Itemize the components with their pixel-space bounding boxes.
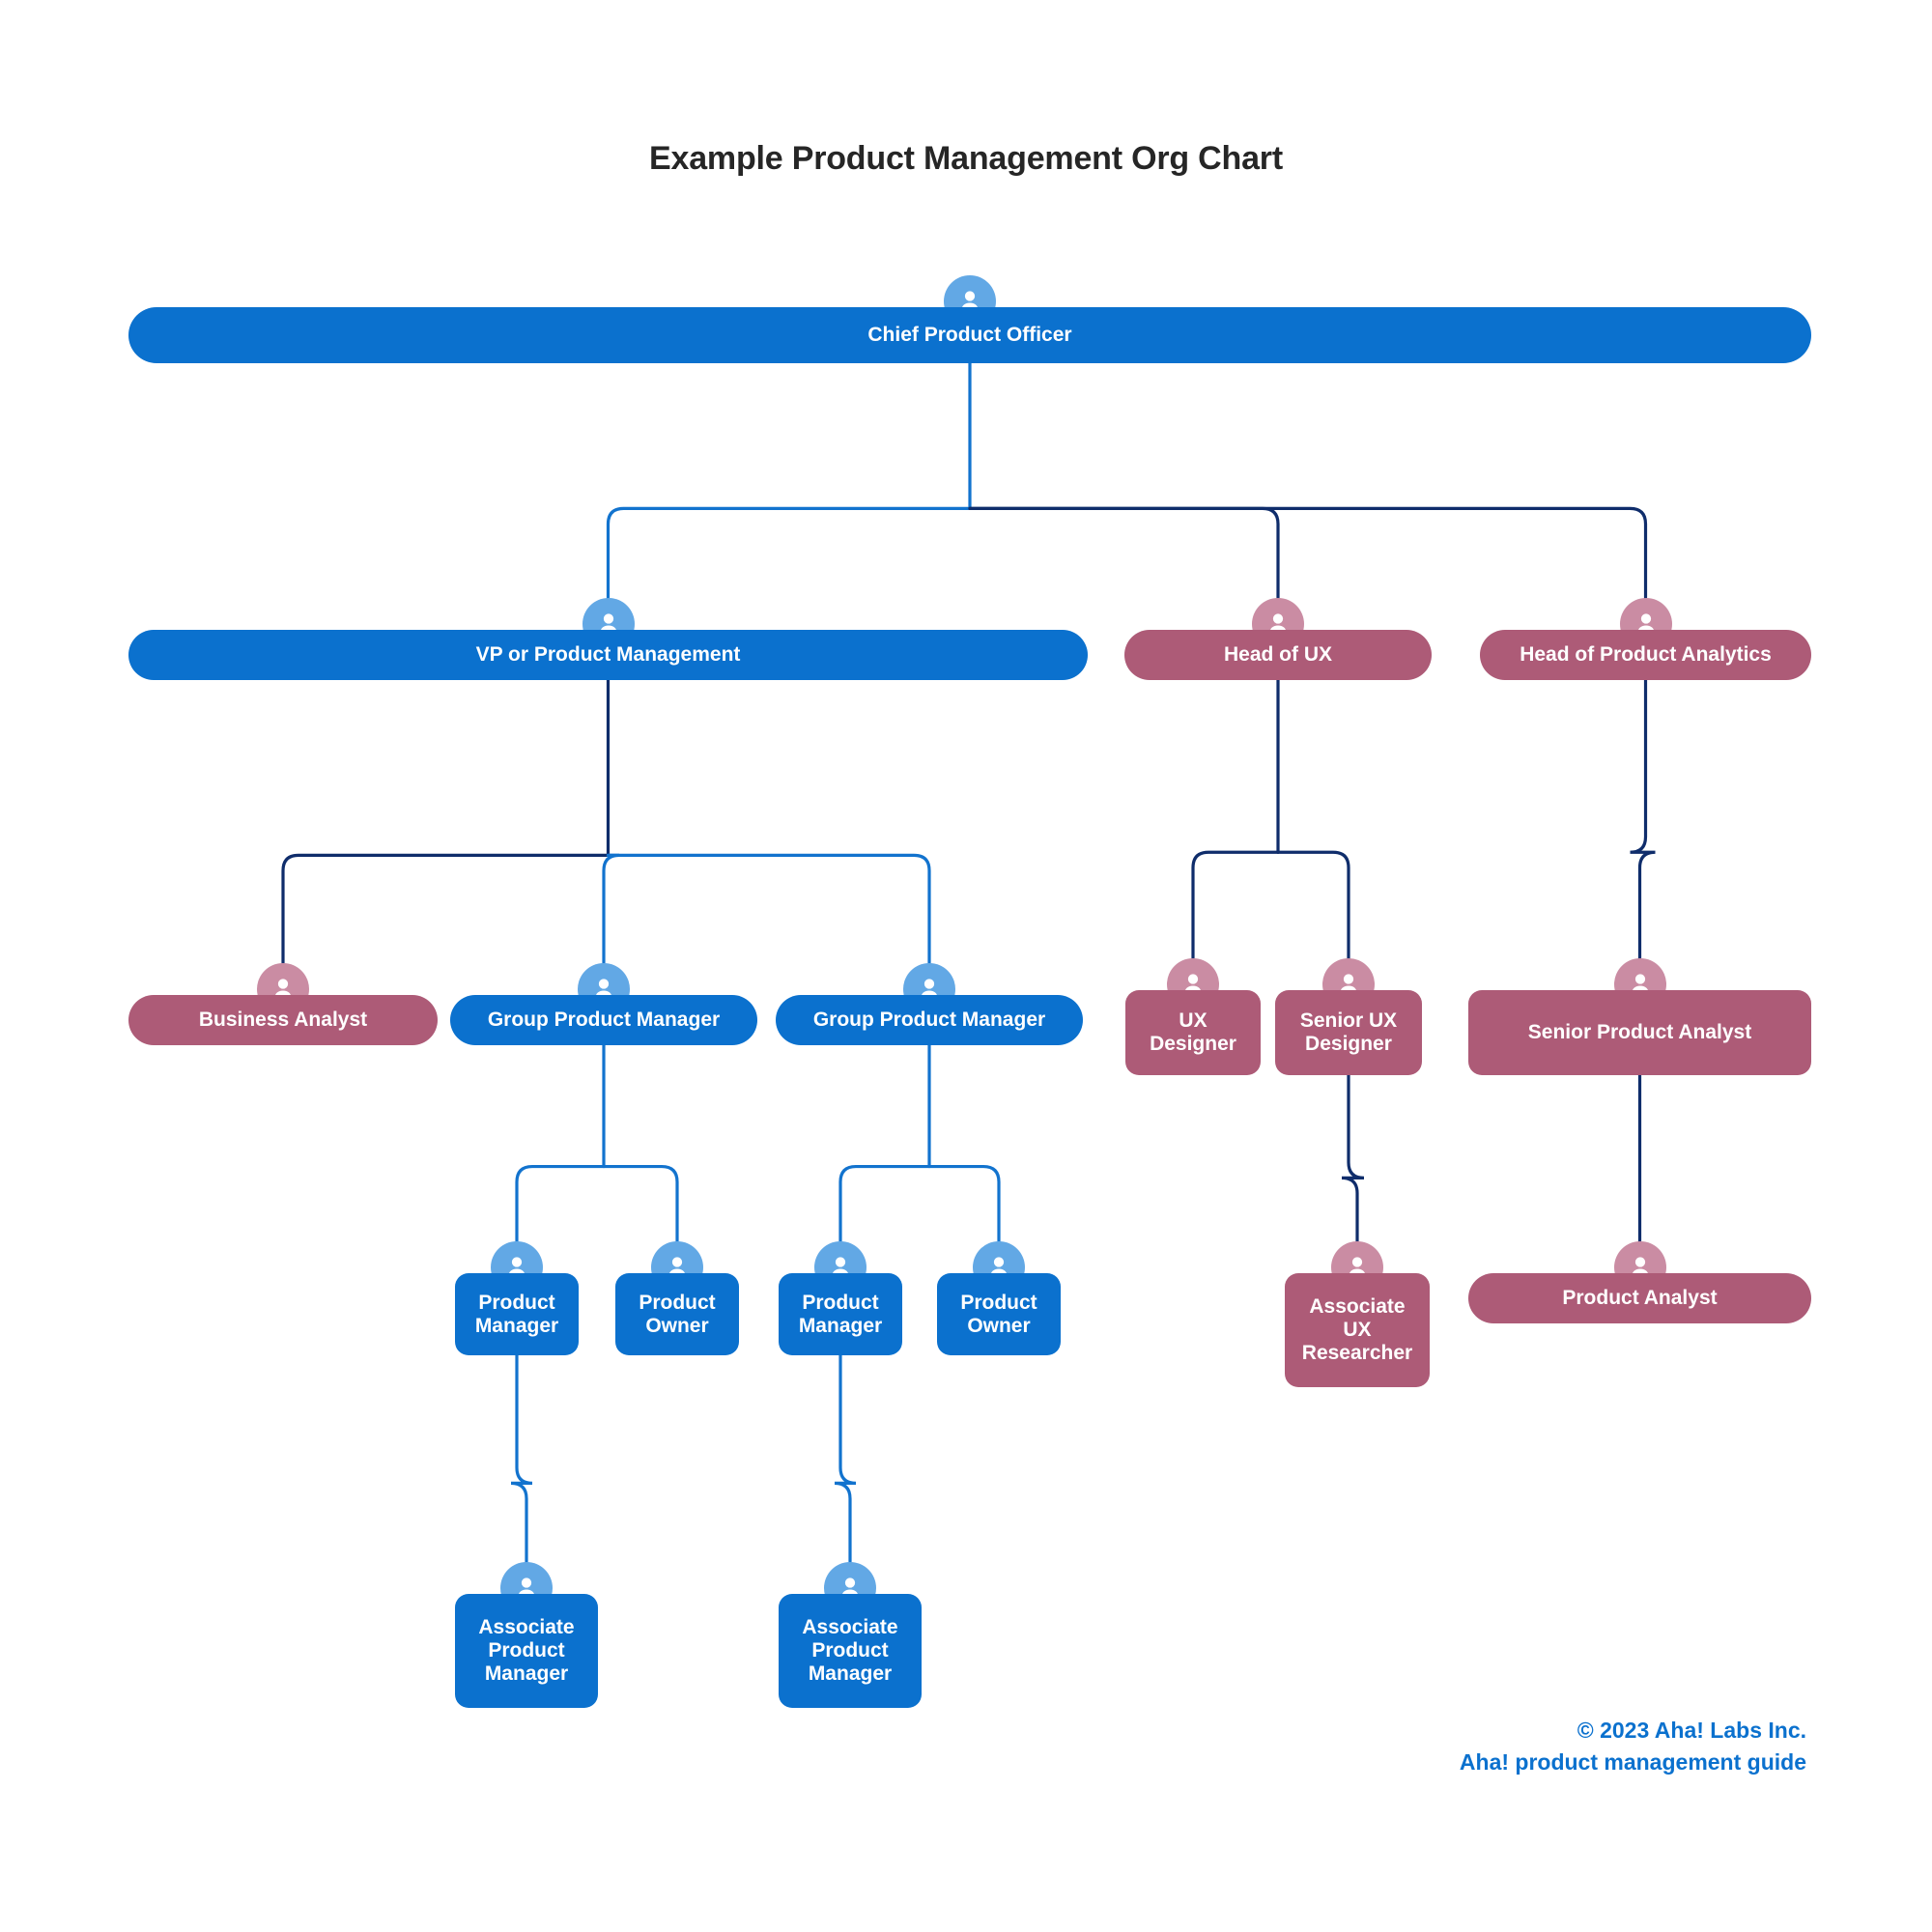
connector-path bbox=[968, 506, 1648, 600]
org-node-label: Senior UX Designer bbox=[1299, 1009, 1398, 1055]
page-title: Example Product Management Org Chart bbox=[649, 140, 1283, 177]
connector-path bbox=[606, 853, 931, 965]
org-node-label: Associate UX Researcher bbox=[1301, 1295, 1413, 1364]
connector-path bbox=[927, 1164, 1001, 1243]
org-node-label: Senior Product Analyst bbox=[1527, 1021, 1752, 1044]
org-node-head-of-product-analytics[interactable]: Head of Product Analytics bbox=[1480, 630, 1811, 680]
org-node-product-owner-1[interactable]: Product Owner bbox=[615, 1273, 739, 1355]
org-node-chief-product-officer[interactable]: Chief Product Officer bbox=[128, 307, 1811, 363]
connector-path bbox=[1341, 1073, 1365, 1243]
org-node-senior-product-analyst[interactable]: Senior Product Analyst bbox=[1468, 990, 1811, 1075]
connector-path bbox=[602, 1164, 679, 1243]
connector-path bbox=[281, 853, 611, 965]
org-node-label: UX Designer bbox=[1150, 1009, 1236, 1055]
connector-path bbox=[834, 1353, 857, 1564]
org-node-label: Product Owner bbox=[639, 1291, 716, 1337]
org-node-ux-designer[interactable]: UX Designer bbox=[1125, 990, 1261, 1075]
org-node-product-manager-2[interactable]: Product Manager bbox=[779, 1273, 902, 1355]
org-node-associate-product-manager-1[interactable]: Associate Product Manager bbox=[455, 1594, 598, 1708]
org-node-vp-product-management[interactable]: VP or Product Management bbox=[128, 630, 1088, 680]
org-node-label: Product Owner bbox=[960, 1291, 1037, 1337]
footer-guide-link[interactable]: Aha! product management guide bbox=[1459, 1749, 1806, 1776]
org-node-product-manager-1[interactable]: Product Manager bbox=[455, 1273, 579, 1355]
org-node-label: Business Analyst bbox=[198, 1009, 368, 1032]
org-node-business-analyst[interactable]: Business Analyst bbox=[128, 995, 438, 1045]
org-node-label: VP or Product Management bbox=[475, 643, 741, 667]
connector-path bbox=[515, 1164, 606, 1243]
org-node-associate-product-manager-2[interactable]: Associate Product Manager bbox=[779, 1594, 922, 1708]
footer: © 2023 Aha! Labs Inc. Aha! product manag… bbox=[1460, 1715, 1806, 1779]
connector-path bbox=[606, 506, 972, 600]
org-node-label: Associate Product Manager bbox=[478, 1616, 575, 1685]
org-node-label: Group Product Manager bbox=[812, 1009, 1046, 1032]
org-node-label: Product Analyst bbox=[1562, 1287, 1718, 1310]
connector-path bbox=[510, 1353, 533, 1564]
org-node-label: Associate Product Manager bbox=[802, 1616, 898, 1685]
connector-path bbox=[1630, 678, 1656, 960]
org-node-head-of-ux[interactable]: Head of UX bbox=[1124, 630, 1432, 680]
org-node-group-product-manager-2[interactable]: Group Product Manager bbox=[776, 995, 1083, 1045]
connector-path bbox=[968, 506, 1280, 600]
org-node-associate-ux-researcher[interactable]: Associate UX Researcher bbox=[1285, 1273, 1430, 1387]
org-node-senior-ux-designer[interactable]: Senior UX Designer bbox=[1275, 990, 1422, 1075]
org-node-product-analyst[interactable]: Product Analyst bbox=[1468, 1273, 1811, 1323]
org-node-label: Chief Product Officer bbox=[867, 324, 1072, 347]
org-node-label: Product Manager bbox=[474, 1291, 559, 1337]
connector-path bbox=[1191, 850, 1280, 960]
org-node-label: Group Product Manager bbox=[487, 1009, 721, 1032]
org-node-label: Head of Product Analytics bbox=[1520, 643, 1772, 667]
connector-path bbox=[1276, 850, 1350, 960]
org-node-group-product-manager-1[interactable]: Group Product Manager bbox=[450, 995, 757, 1045]
connector-path bbox=[602, 853, 620, 965]
footer-copyright: © 2023 Aha! Labs Inc. bbox=[1577, 1718, 1806, 1743]
org-node-label: Product Manager bbox=[798, 1291, 883, 1337]
connector-path bbox=[838, 1164, 931, 1243]
org-node-product-owner-2[interactable]: Product Owner bbox=[937, 1273, 1061, 1355]
org-node-label: Head of UX bbox=[1223, 643, 1332, 667]
